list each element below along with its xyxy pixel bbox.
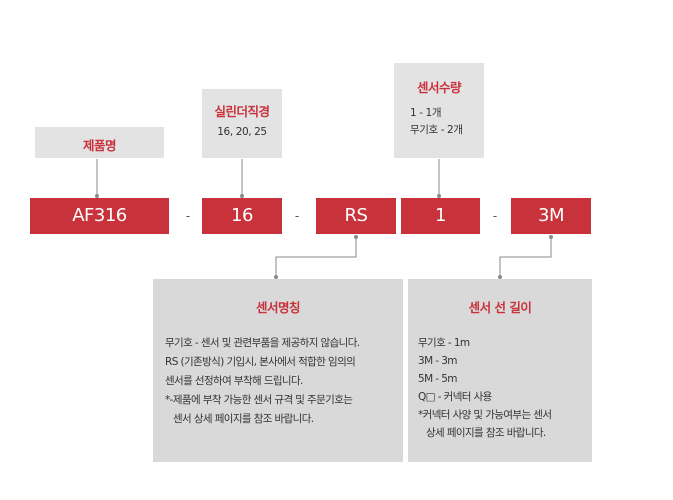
code-separator: -: [492, 209, 498, 223]
code-part-sensor-name: RS: [316, 198, 396, 234]
code-part-cable-length: 3M: [511, 198, 591, 234]
code-separator: -: [185, 209, 191, 223]
connector-dot: [274, 275, 278, 279]
connector-dot: [240, 194, 244, 198]
code-separator: -: [294, 209, 300, 223]
connector-sensor-name: [275, 237, 357, 277]
detail-sensor-cable-length-title: 센서 선 길이: [468, 300, 532, 315]
detail-box-sensor-name: 센서명칭 무기호 - 센서 및 관련부품을 제공하지 않습니다. RS (기존방…: [153, 279, 403, 462]
detail-sensor-name-title: 센서명칭: [255, 300, 301, 315]
detail-sensor-cable-length-body: 무기호 - 1m 3M - 3m 5M - 5m Q□ - 커넥터 사용 *커넥…: [418, 334, 552, 442]
detail-line: 센서 상세 페이지를 참조 바랍니다.: [173, 413, 314, 425]
label-cylinder-diameter-title: 실린더직경: [214, 104, 270, 119]
detail-line: 센서를 선정하여 부착해 드립니다.: [165, 375, 303, 387]
label-sensor-quantity-title: 센서수량: [416, 80, 462, 95]
code-part-cylinder-diameter: 16: [202, 198, 282, 234]
detail-line: Q□ - 커넥터 사용: [418, 391, 492, 403]
detail-line: 3M - 3m: [418, 355, 458, 367]
detail-line: *-제품에 부착 가능한 센서 규격 및 주문기호는: [165, 394, 353, 406]
connector-dot: [498, 275, 502, 279]
code-part-model: AF316: [30, 198, 169, 234]
label-box-product-name: 제품명: [35, 127, 164, 158]
detail-line: 5M - 5m: [418, 373, 458, 385]
detail-box-sensor-cable-length: 센서 선 길이 무기호 - 1m 3M - 3m 5M - 5m Q□ - 커넥…: [408, 279, 592, 462]
label-box-cylinder-diameter: 실린더직경 16, 20, 25: [202, 89, 282, 158]
connector-dot: [437, 194, 441, 198]
label-product-name-title: 제품명: [82, 138, 117, 153]
label-box-sensor-quantity: 센서수량 1 - 1개 무기호 - 2개: [394, 63, 484, 158]
detail-sensor-name-body: 무기호 - 센서 및 관련부품을 제공하지 않습니다. RS (기존방식) 기입…: [165, 334, 360, 429]
detail-line: 무기호 - 1m: [418, 337, 470, 349]
label-sensor-quantity-line: 무기호 - 2개: [410, 124, 463, 136]
connector-sensor-cable-length: [499, 237, 552, 277]
detail-line: *커넥터 사양 및 가능여부는 센서: [418, 409, 552, 421]
label-sensor-quantity-line: 1 - 1개: [410, 107, 442, 119]
label-cylinder-diameter-value: 16, 20, 25: [217, 126, 267, 138]
code-part-sensor-quantity: 1: [401, 198, 480, 234]
detail-line: 상세 페이지를 참조 바랍니다.: [426, 427, 546, 439]
connector-dot: [95, 194, 99, 198]
detail-line: RS (기존방식) 기입시, 본사에서 적합한 임의의: [165, 356, 356, 368]
detail-line: 무기호 - 센서 및 관련부품을 제공하지 않습니다.: [165, 337, 360, 349]
